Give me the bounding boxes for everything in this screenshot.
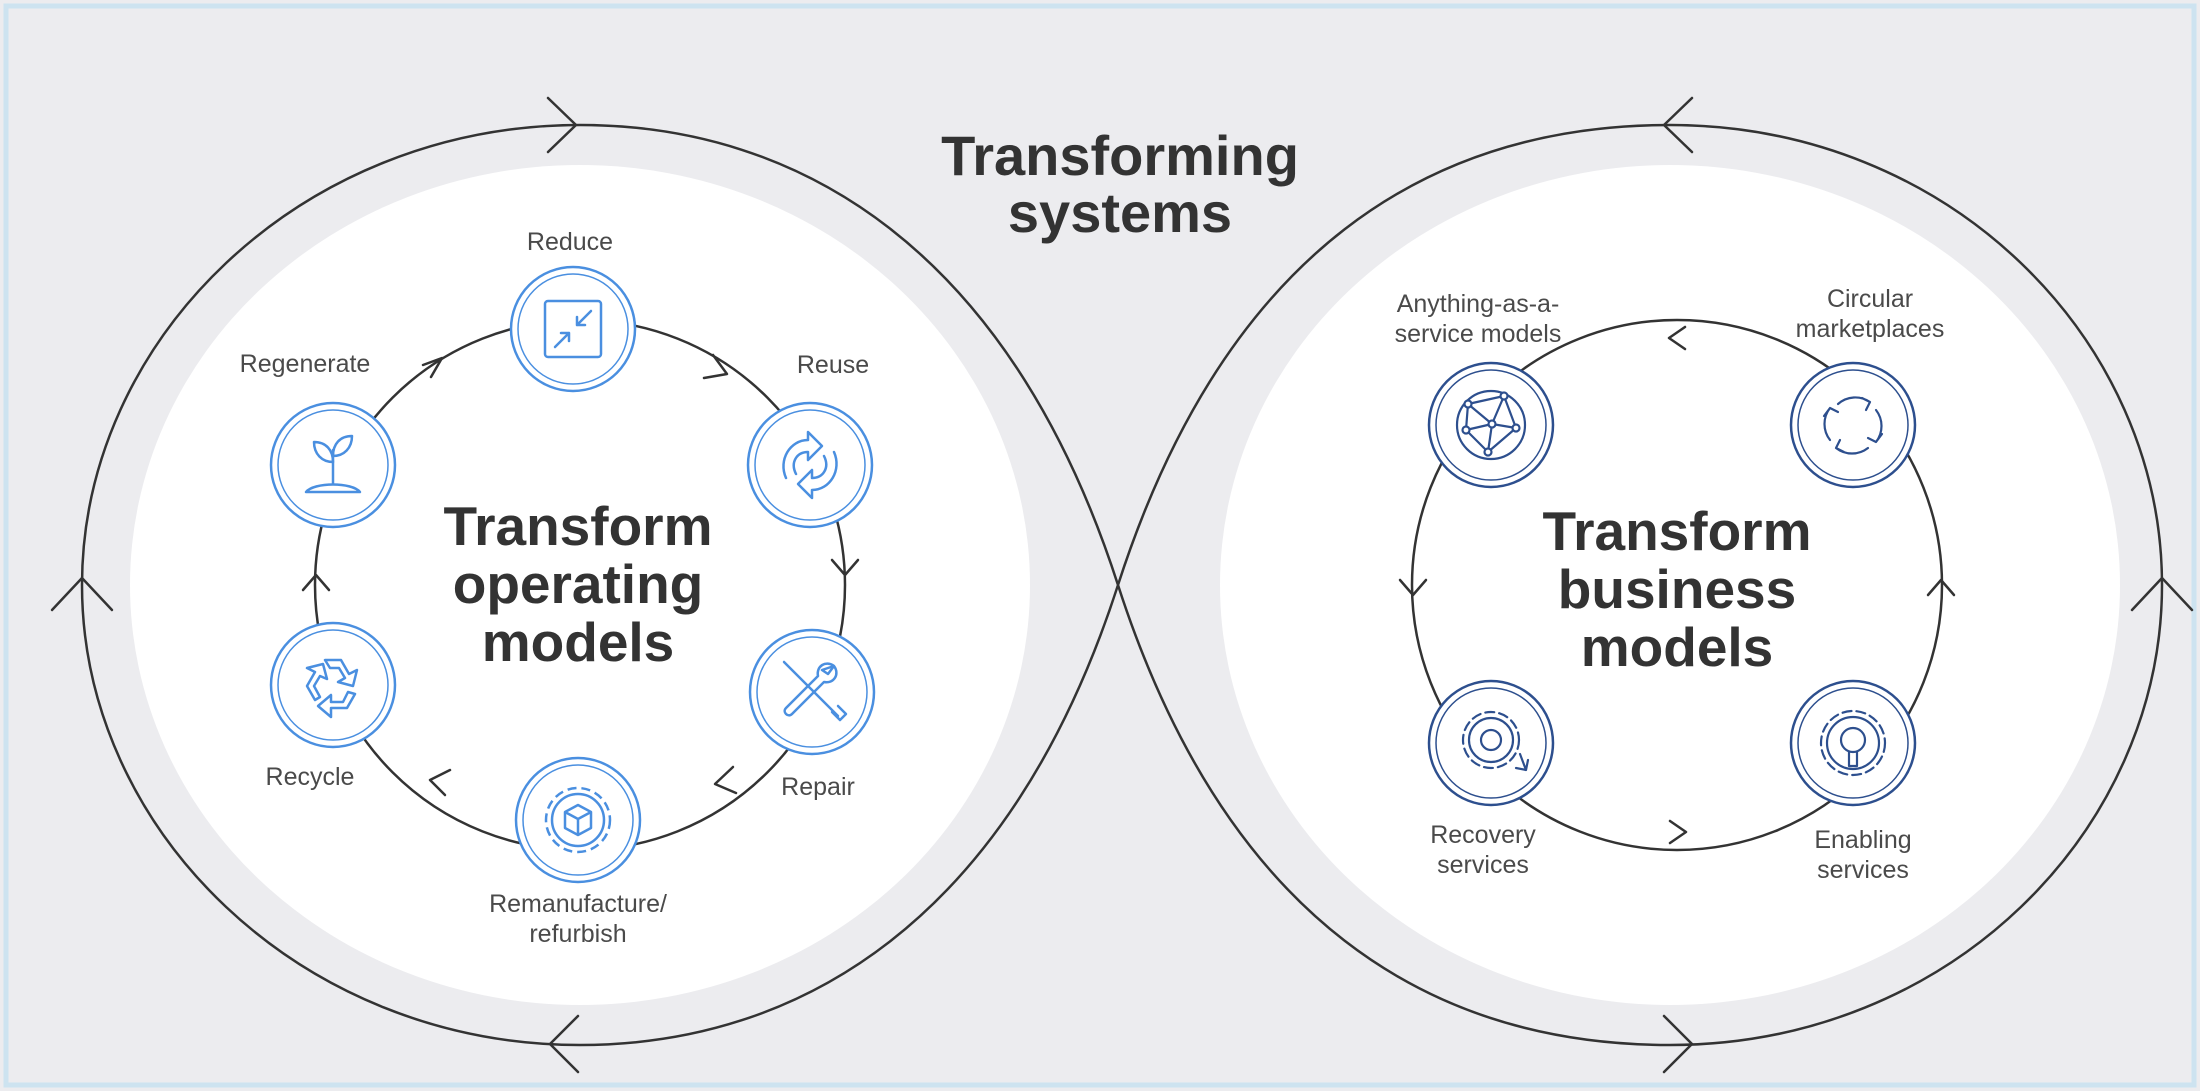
cycle-arrow-icon (1398, 578, 1428, 597)
stage-regenerate: Regenerate (240, 350, 397, 529)
stage-label: Reduce (527, 228, 613, 256)
stage-label: Circular (1827, 285, 1913, 313)
business-cycle-ring (1410, 318, 1944, 852)
operating-center-line3: models (482, 611, 675, 673)
cycle-arrow-icon (830, 558, 860, 577)
cycle-arrow-icon (428, 768, 452, 797)
right-loop-disc (1220, 165, 2120, 1005)
operating-center-line2: operating (453, 553, 704, 615)
stage-label-line2: marketplaces (1796, 315, 1945, 343)
stage-icon-circle (1789, 361, 1917, 489)
stage-label-line2: services (1437, 851, 1529, 879)
stage-remanufacture: Remanufacture/ refurbish (489, 756, 667, 948)
infinity-arrow-icon (2130, 576, 2194, 612)
stage-label-line2: services (1817, 856, 1909, 884)
business-cycle-arrows (1398, 325, 1956, 845)
stage-label: Anything-as-a- (1397, 290, 1560, 318)
stage-label: Recovery (1430, 821, 1536, 849)
infinity-arrow-icon (50, 576, 114, 612)
frame (3, 3, 2197, 1088)
stage-repair: Repair (748, 628, 876, 801)
stage-label: Regenerate (240, 350, 371, 378)
diagram-title-line1: Transforming (941, 124, 1299, 187)
infinity-loop (80, 123, 2164, 1047)
stage-label: Reuse (797, 351, 869, 379)
stage-recycle: Recycle (266, 621, 397, 791)
operating-cycle-arrows (301, 353, 860, 797)
business-center-line2: business (1558, 558, 1796, 620)
infinity-arrow-icon (1662, 96, 1694, 154)
business-center-line3: models (1581, 616, 1774, 678)
network-globe-icon (1455, 389, 1527, 461)
stage-icon-circle (509, 265, 637, 393)
stage-icon-circle (269, 621, 397, 749)
stage-reduce: Reduce (509, 228, 637, 393)
stage-recovery-services: Recovery services (1427, 679, 1555, 879)
gear-wrench-icon (1819, 709, 1887, 777)
gear-box-icon (544, 786, 612, 854)
infinity-arrow-icon (546, 96, 578, 154)
sprout-icon (304, 434, 362, 494)
cycle-arrow-icon (301, 573, 331, 592)
diagram-title-line2: systems (1008, 181, 1232, 244)
gear-refresh-icon (1461, 710, 1530, 772)
stage-enabling-services: Enabling services (1789, 679, 1917, 884)
reduce-arrows-icon (543, 299, 603, 359)
cycle-arrow-icon (1667, 325, 1687, 351)
left-loop-disc (130, 165, 1030, 1005)
business-models-loop: Transform business models Anything-as-a-… (1395, 285, 1956, 884)
cycle-arrow-icon (421, 356, 444, 379)
cycle-arrow-icon (713, 765, 738, 795)
infinity-arrowheads (50, 96, 2194, 1074)
cycle-arrow-icon (1668, 819, 1688, 845)
stage-label: Enabling (1814, 826, 1911, 854)
stage-reuse: Reuse (746, 351, 874, 529)
cycle-arrow-icon (1926, 578, 1956, 597)
wrench-screwdriver-icon (782, 660, 848, 722)
stage-label: Remanufacture/ (489, 890, 667, 918)
stage-icon-circle (1789, 679, 1917, 807)
operating-center-line1: Transform (444, 495, 713, 557)
operating-models-loop: Transform operating models Reduce Reuse (240, 228, 876, 948)
recycle-icon (305, 658, 359, 719)
stage-label-line2: service models (1395, 320, 1562, 348)
cycle-arrow-icon (702, 353, 729, 380)
infinity-arrow-icon (1662, 1014, 1694, 1074)
stage-anything-as-a-service: Anything-as-a- service models (1395, 290, 1562, 489)
stage-icon-circle (1427, 679, 1555, 807)
circular-arrows-icon (1822, 396, 1884, 455)
stage-circular-marketplaces: Circular marketplaces (1789, 285, 1945, 489)
business-center-line1: Transform (1543, 500, 1812, 562)
infinity-arrow-icon (548, 1014, 580, 1074)
stage-label: Repair (781, 773, 855, 801)
stage-label-line2: refurbish (529, 920, 626, 948)
stage-label: Recycle (266, 763, 355, 791)
stage-icon-circle (748, 628, 876, 756)
reuse-arrows-icon (782, 430, 838, 500)
stage-icon-circle (746, 401, 874, 529)
